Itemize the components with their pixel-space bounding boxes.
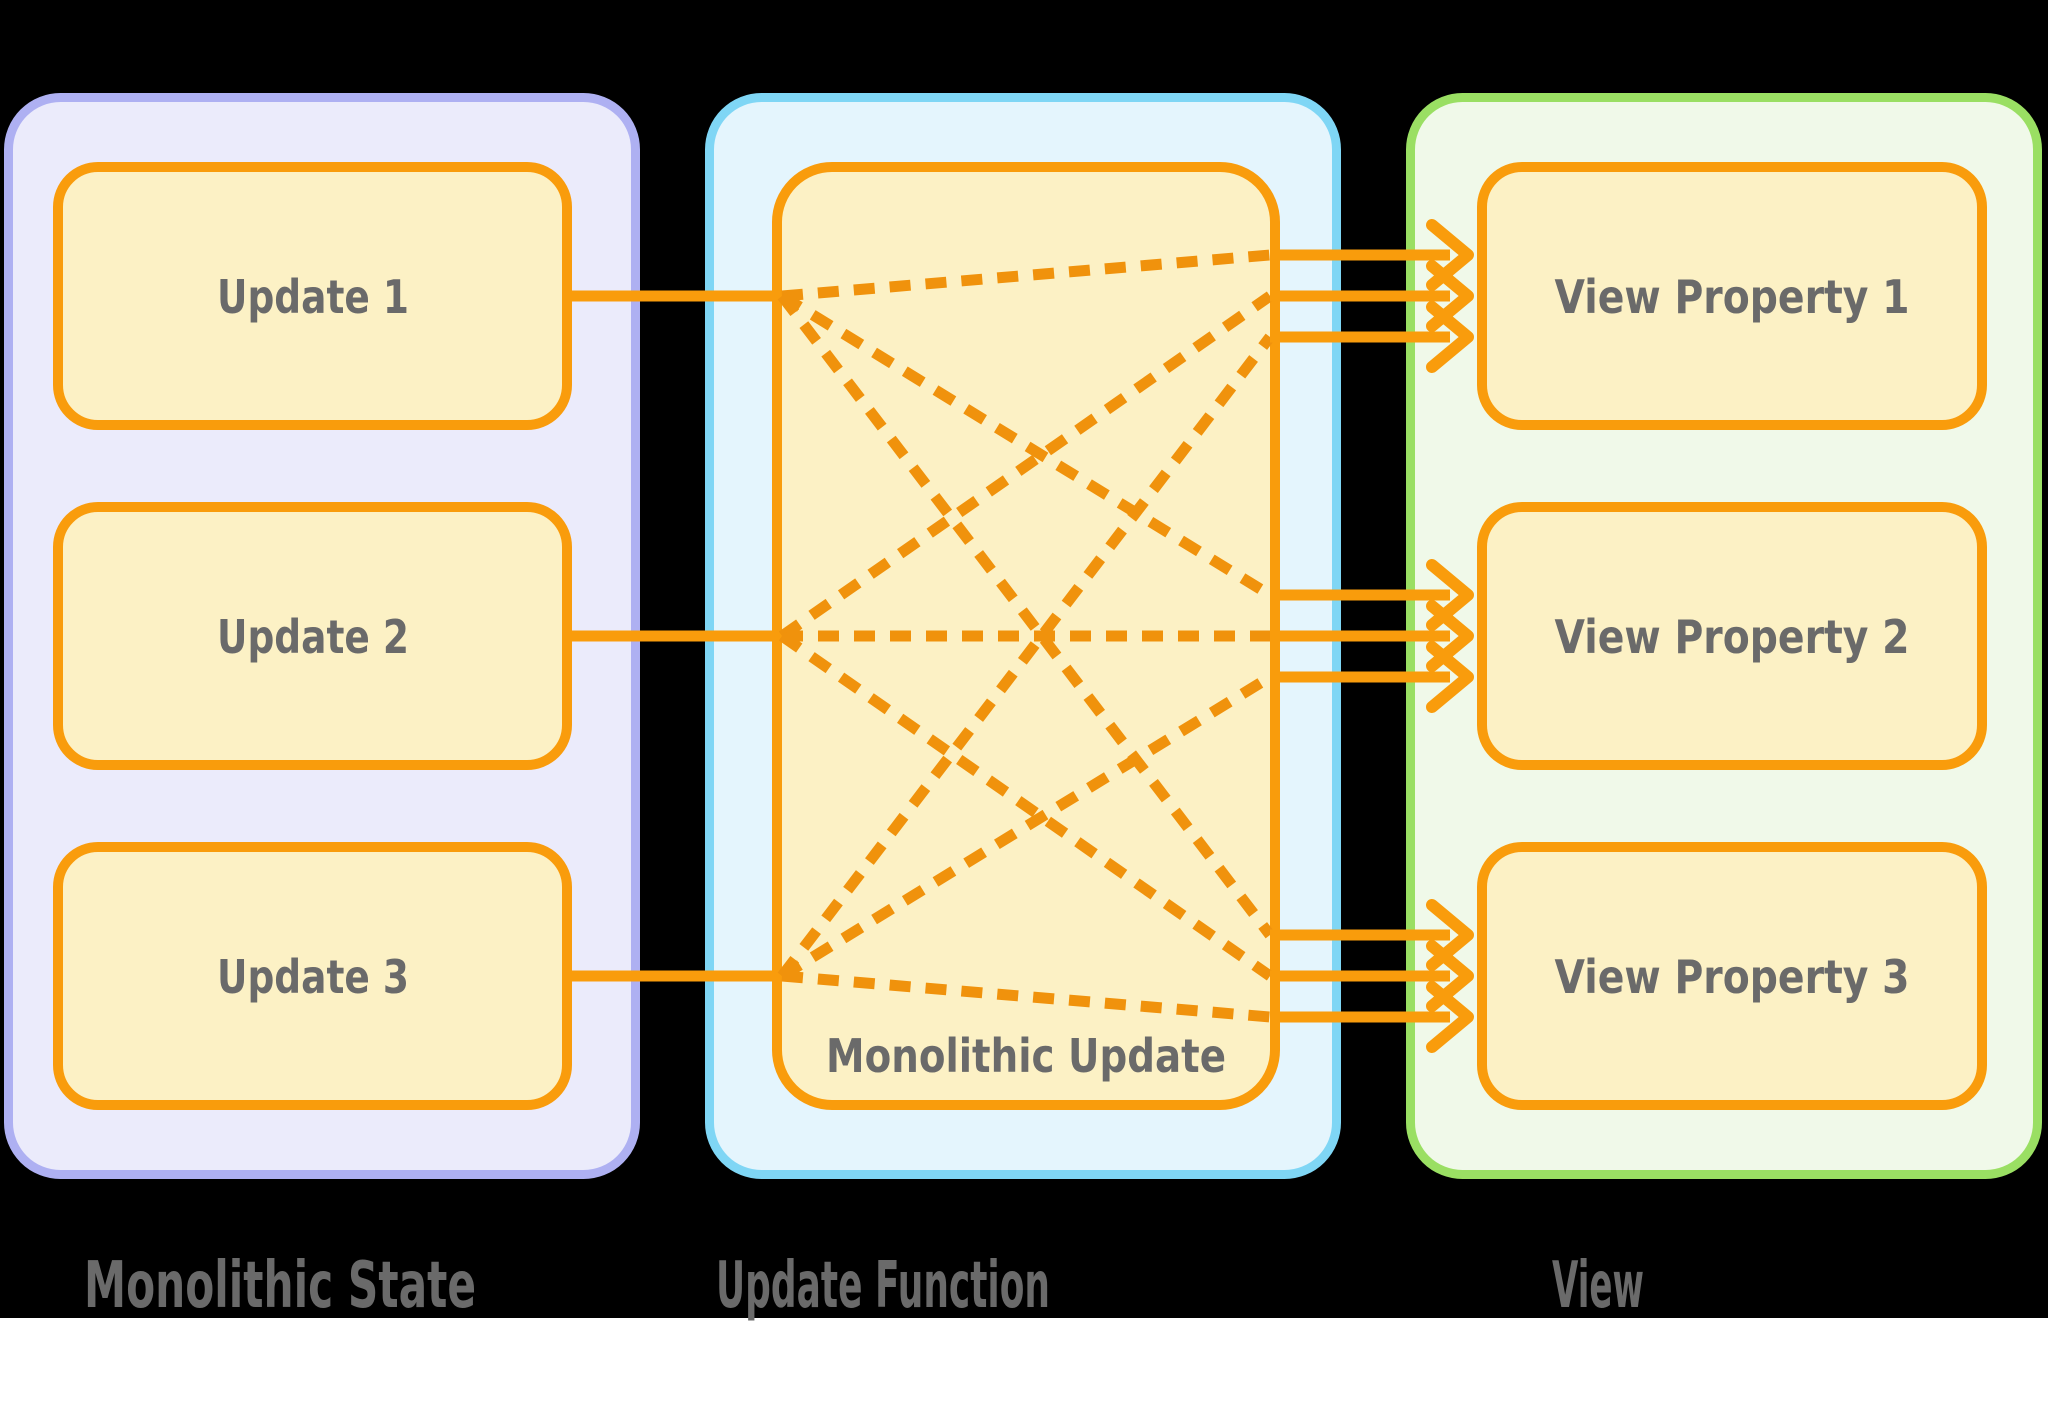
update-boxes <box>53 162 572 1110</box>
update-1-box <box>53 162 572 430</box>
update-2-box <box>53 502 572 770</box>
dash-u1-vp3 <box>777 292 1275 939</box>
view-property-3-box <box>1477 842 1987 1110</box>
dash-u1-vp1 <box>781 249 1271 302</box>
monolithic-update-box <box>772 162 1280 1110</box>
dash-u3-vp1 <box>777 333 1275 980</box>
arrowhead-icon <box>1426 641 1474 713</box>
view-arrowheads <box>1426 219 1474 1053</box>
dashed-mapping-lines <box>777 249 1275 1023</box>
state-connectors <box>562 290 782 982</box>
dash-u3-vp3 <box>781 970 1271 1023</box>
bottom-white-strip <box>0 1318 2048 1412</box>
update-1-label: Update 1 <box>217 270 409 324</box>
dash-u2-vp1 <box>778 291 1274 641</box>
view-caption: View <box>1552 1249 1644 1323</box>
view-property-2-label: View Property 2 <box>1555 610 1910 664</box>
view-property-1-box <box>1477 162 1987 430</box>
update-2-label: Update 2 <box>217 610 409 664</box>
arrowhead-icon <box>1426 981 1474 1053</box>
dash-u2-vp3 <box>778 631 1274 981</box>
dash-u3-vp2 <box>779 672 1273 981</box>
update-3-label: Update 3 <box>217 950 409 1004</box>
view-property-1-label: View Property 1 <box>1555 270 1910 324</box>
arrowhead-icon <box>1426 301 1474 373</box>
view-property-3-label: View Property 3 <box>1555 950 1910 1004</box>
view-property-2-box <box>1477 502 1987 770</box>
monolithic-update-label: Monolithic Update <box>826 1029 1226 1083</box>
dash-u1-vp2 <box>779 291 1273 600</box>
update-3-box <box>53 842 572 1110</box>
view-property-boxes <box>1477 162 1987 1110</box>
view-arrow-shafts <box>1270 249 1450 1023</box>
monolithic-state-caption: Monolithic State <box>84 1249 476 1323</box>
update-function-caption: Update Function <box>716 1249 1050 1323</box>
